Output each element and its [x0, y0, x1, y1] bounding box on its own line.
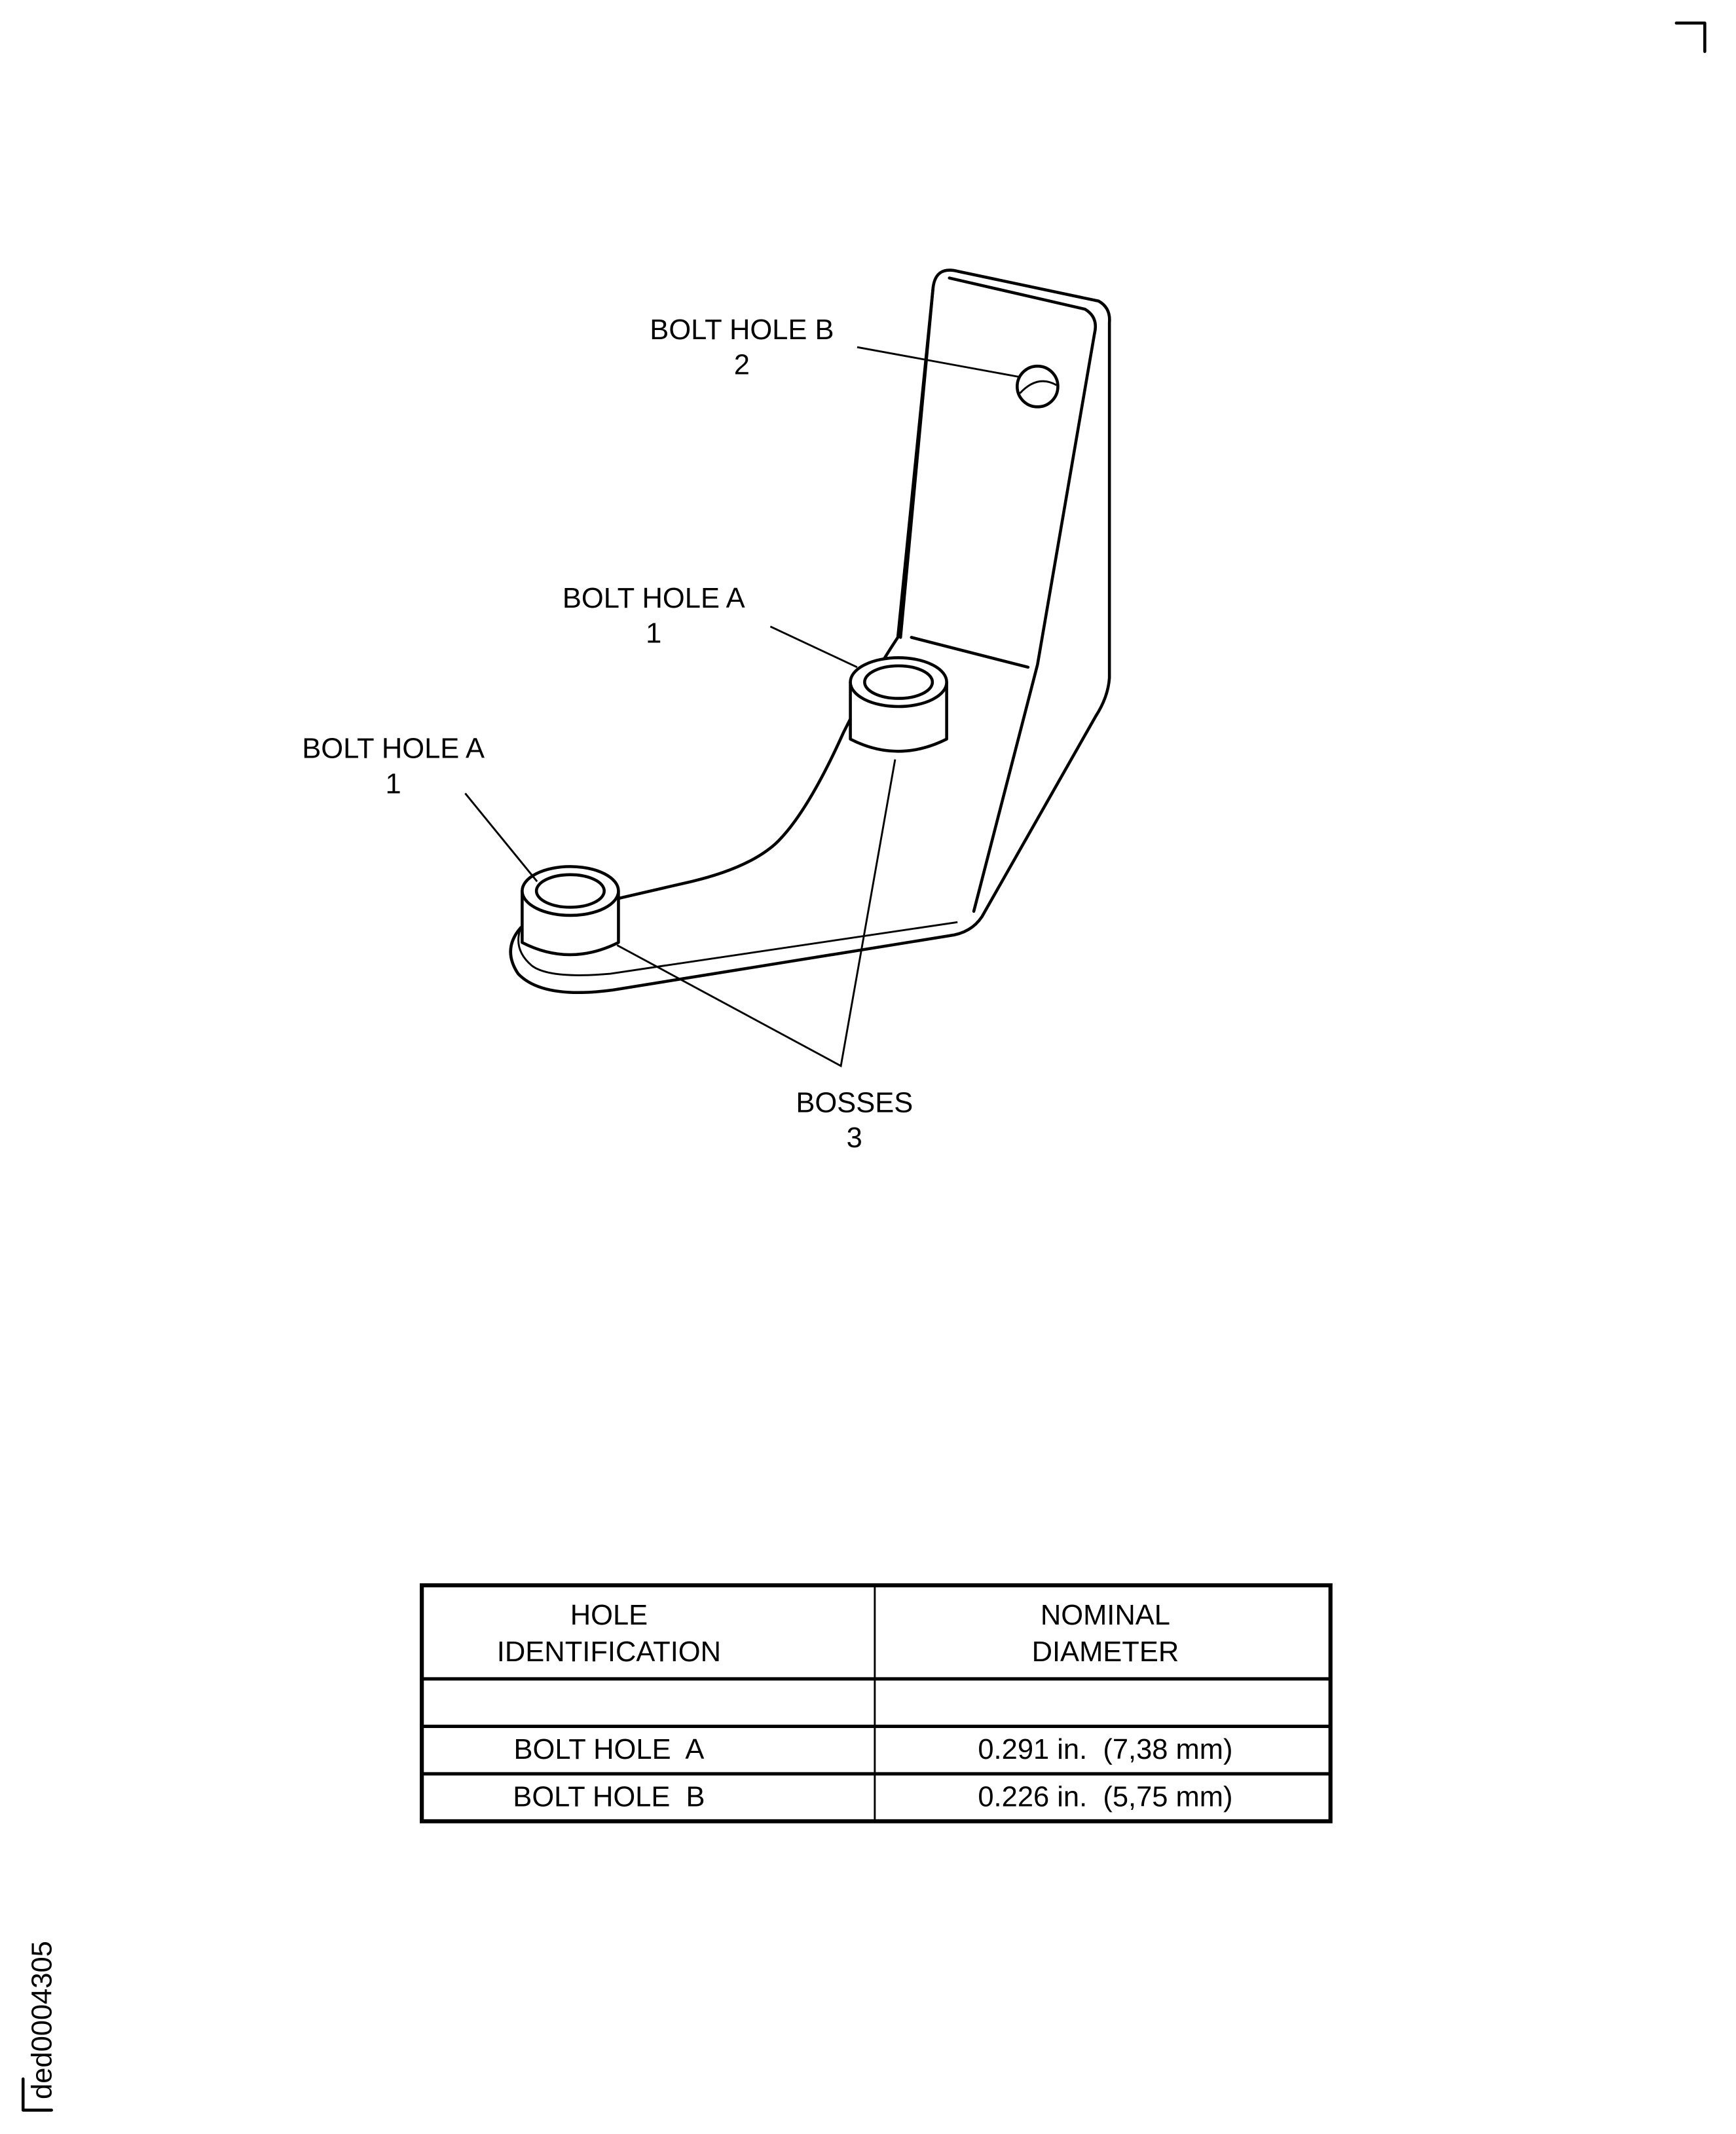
crop-mark-bottom-left — [21, 2077, 54, 2112]
label-bolt-hole-a-upper: BOLT HOLE A — [563, 583, 745, 614]
crop-mark-top-right — [1674, 21, 1707, 53]
table-cell-hole-a: BOLT HOLE A — [514, 1734, 705, 1765]
label-bosses: BOSSES — [796, 1087, 913, 1118]
leader-bosses — [616, 759, 896, 1068]
leader-bolt-hole-b — [857, 346, 1020, 378]
label-bolt-hole-a-upper-number: 1 — [646, 618, 661, 650]
label-bolt-hole-a-lower-number: 1 — [386, 769, 401, 800]
table-header-hole: HOLE — [570, 1600, 648, 1631]
table-header-nominal: NOMINAL — [1041, 1600, 1170, 1631]
label-bolt-hole-a-lower: BOLT HOLE A — [302, 733, 485, 765]
table-cell-hole-b: BOLT HOLE B — [513, 1782, 705, 1813]
table-header-diameter: DIAMETER — [1032, 1636, 1179, 1668]
bolt-hole-a-lower — [534, 873, 606, 909]
boss-upper — [849, 656, 948, 753]
figure-id: ded0004305 — [27, 1941, 58, 2099]
table-cell-diameter-b: 0.226 in. (5,75 mm) — [978, 1782, 1232, 1813]
leader-bolt-hole-a-upper — [769, 625, 858, 669]
table-header-identification: IDENTIFICATION — [497, 1636, 721, 1668]
table-cell-diameter-a: 0.291 in. (7,38 mm) — [978, 1734, 1232, 1765]
hole-diameter-table: HOLE IDENTIFICATION NOMINAL DIAMETER BOL… — [420, 1583, 1333, 1824]
label-bolt-hole-b: BOLT HOLE B — [650, 314, 834, 346]
bolt-hole-a-upper — [863, 664, 934, 700]
bracket-part — [509, 268, 1111, 994]
label-bosses-number: 3 — [847, 1122, 862, 1154]
leader-bolt-hole-a-lower — [464, 792, 538, 883]
boss-lower — [521, 865, 620, 957]
label-bolt-hole-b-number: 2 — [734, 350, 750, 381]
bolt-hole-b — [1016, 364, 1060, 409]
